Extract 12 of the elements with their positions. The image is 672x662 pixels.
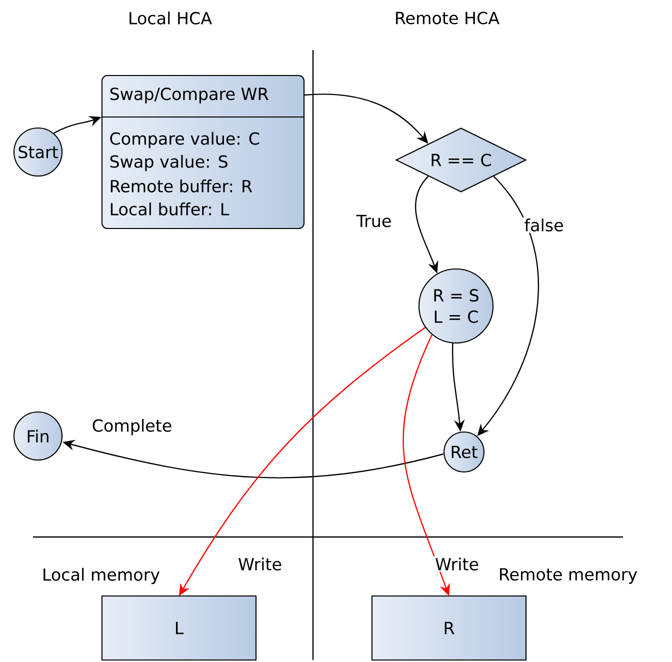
- edge-label: True: [354, 213, 394, 229]
- edge-label: Write: [434, 556, 480, 572]
- process-box: Swap/Compare WR Compare value: C Swap value: S Remote buffer: R Local buffer: L: [101, 74, 305, 230]
- region-label: Remote HCA: [396, 12, 500, 24]
- region-label: Local HCA: [130, 12, 212, 24]
- edge-label: Complete: [90, 418, 174, 436]
- memory-box: L: [101, 595, 257, 661]
- edge-label: Write: [236, 556, 284, 572]
- region-label: Remote memory: [500, 568, 638, 584]
- edge-label: false: [522, 217, 566, 233]
- memory-box: R: [371, 595, 527, 661]
- region-label: Local memory: [44, 568, 160, 584]
